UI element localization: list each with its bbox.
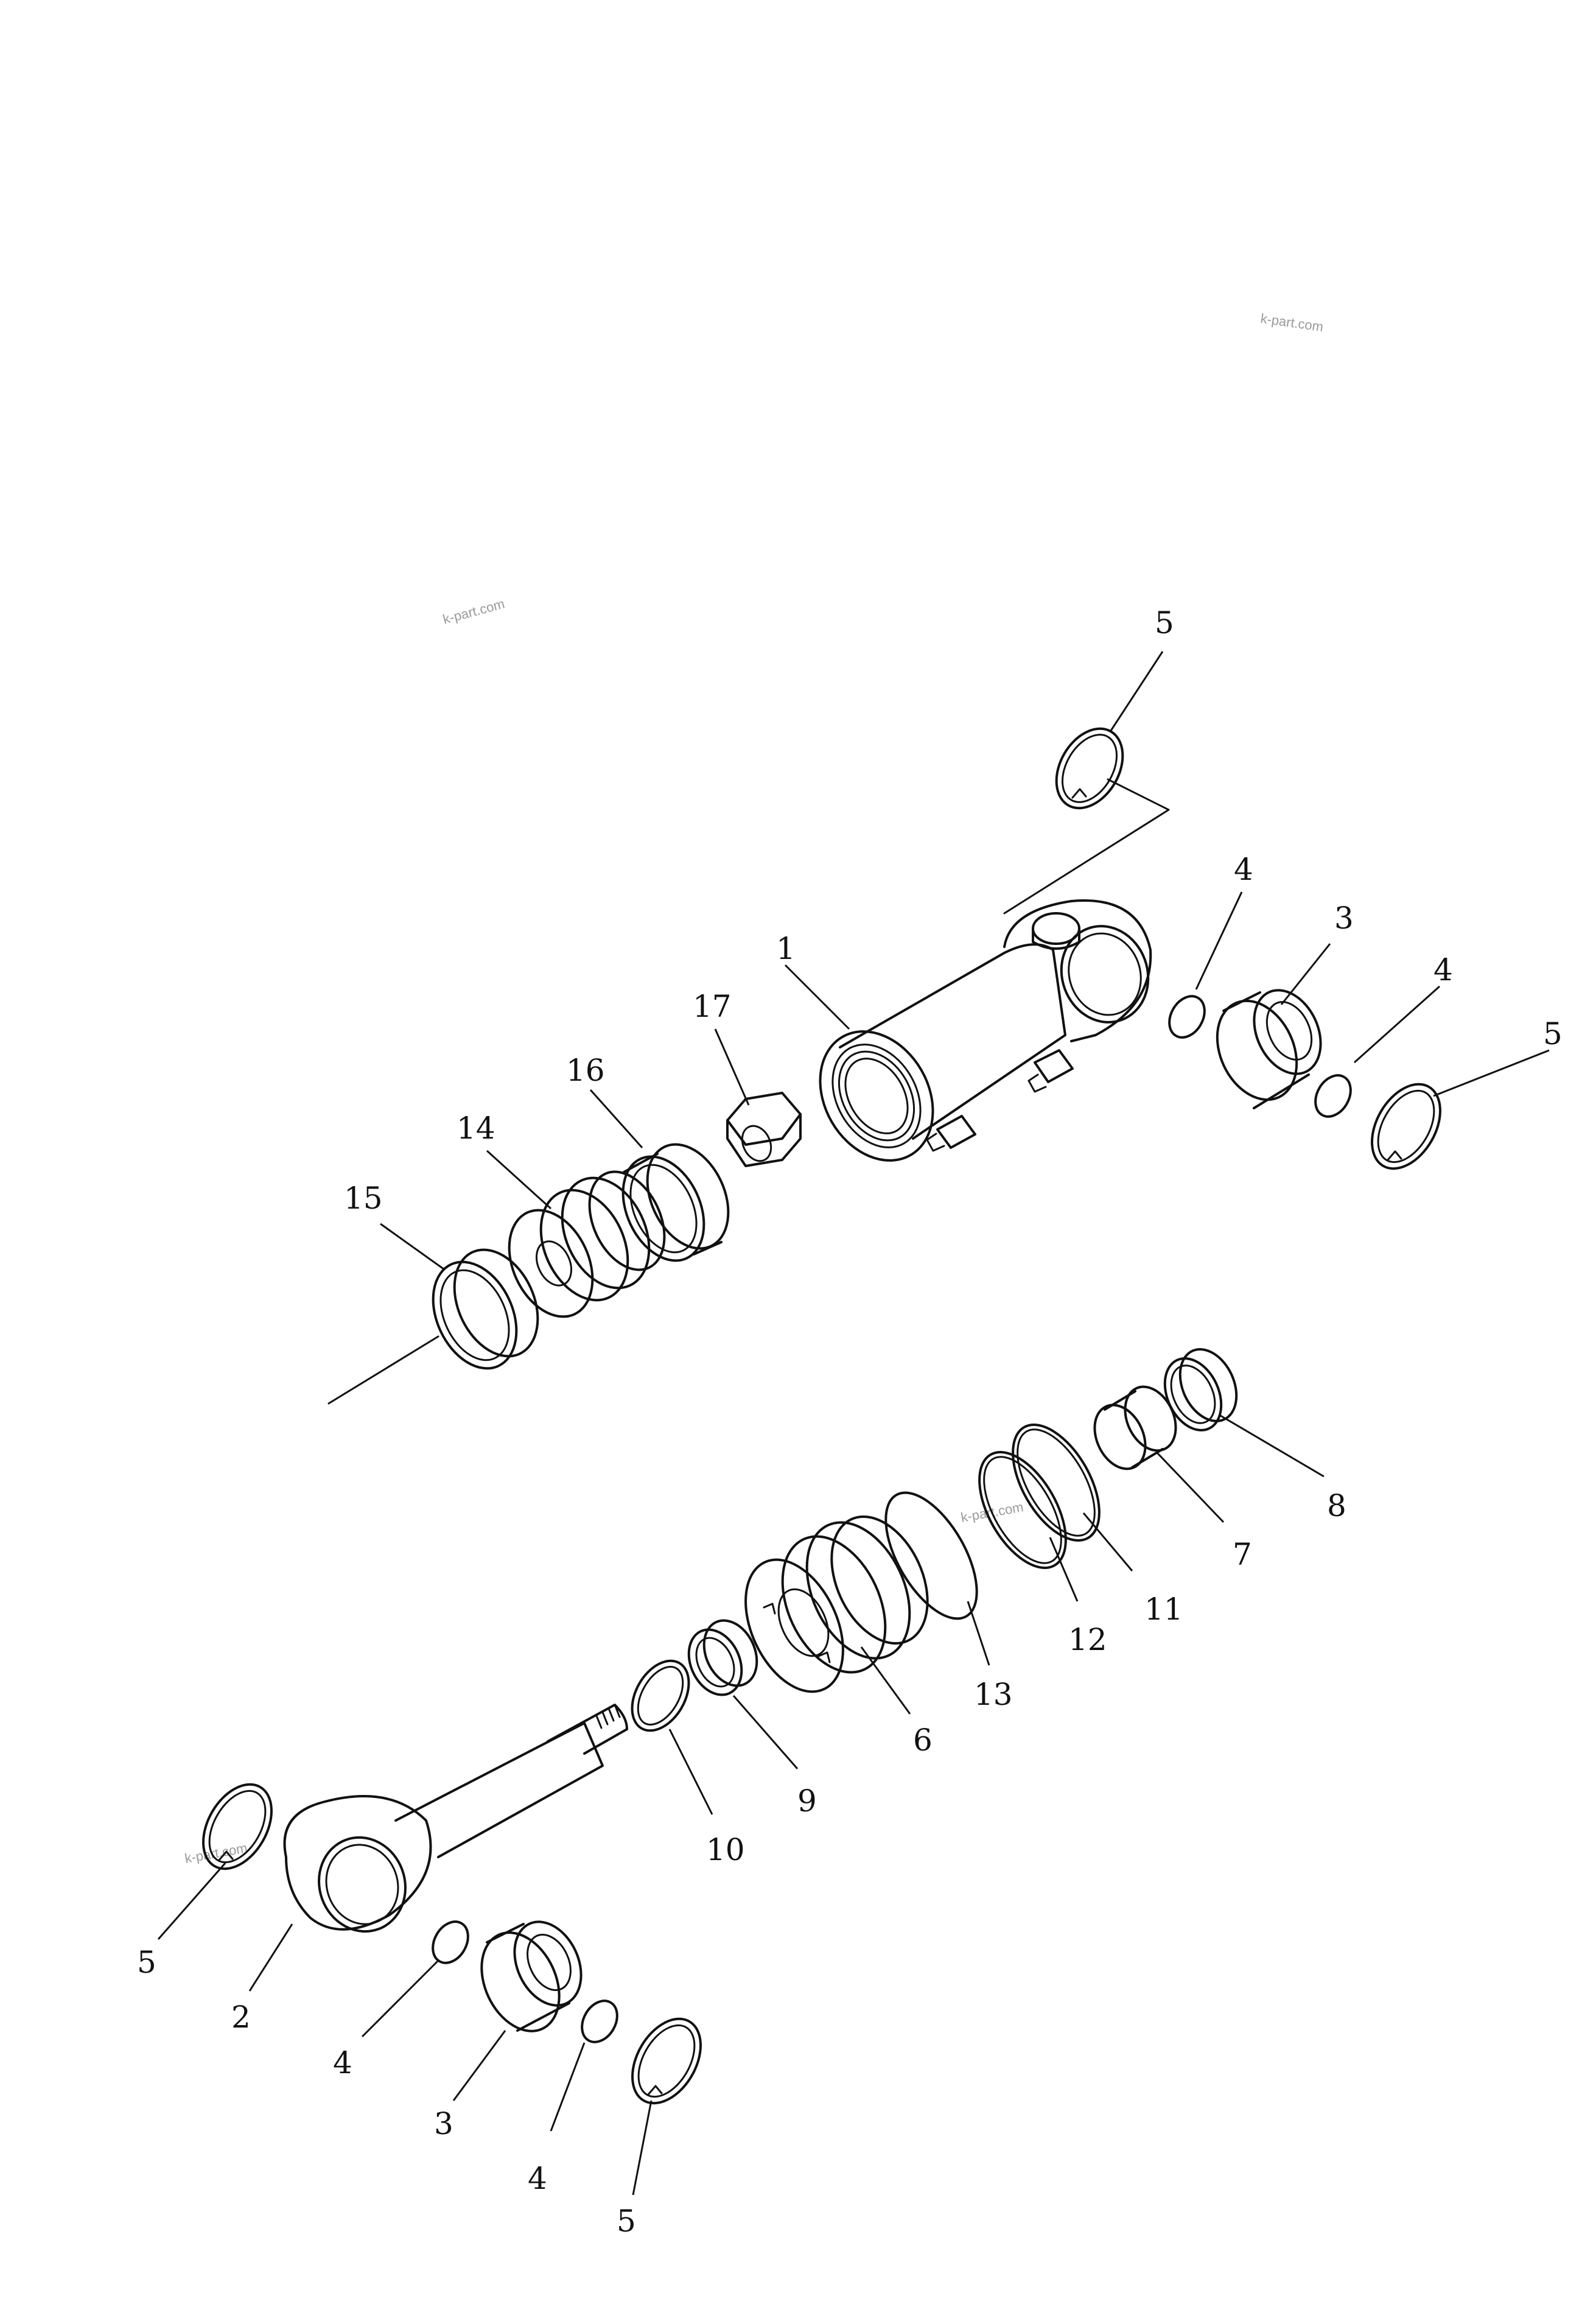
snap-ring-5-left bbox=[202, 1783, 273, 1870]
label-12: 12 bbox=[1068, 1622, 1107, 1657]
label-4-top-a: 4 bbox=[1234, 852, 1253, 887]
label-5-top: 5 bbox=[1155, 605, 1174, 641]
snap-ring-10 bbox=[631, 1659, 690, 1732]
label-3-top: 3 bbox=[1334, 901, 1354, 936]
group-bracket-middle bbox=[327, 1335, 439, 1405]
bushing-7 bbox=[1093, 1385, 1177, 1470]
label-7: 7 bbox=[1233, 1537, 1252, 1572]
ring-12 bbox=[978, 1451, 1067, 1569]
label-5-left: 5 bbox=[137, 1945, 156, 1980]
watermark-1: k-part.com bbox=[1259, 311, 1324, 334]
label-5-bottom: 5 bbox=[617, 2203, 636, 2239]
label-15: 15 bbox=[344, 1181, 383, 1216]
wear-ring-16 bbox=[621, 1143, 730, 1262]
label-11: 11 bbox=[1144, 1592, 1183, 1627]
bushing-3-top bbox=[1216, 989, 1322, 1109]
label-17: 17 bbox=[693, 989, 732, 1024]
piston-14 bbox=[508, 1170, 666, 1318]
o-ring-4-d bbox=[581, 2000, 618, 2043]
o-ring-4-c bbox=[432, 1920, 469, 1964]
label-10: 10 bbox=[706, 1832, 745, 1867]
nut-17 bbox=[726, 1092, 802, 1167]
backup-ring-11 bbox=[1012, 1424, 1101, 1542]
ring-15 bbox=[432, 1248, 539, 1370]
label-5-right: 5 bbox=[1543, 1016, 1563, 1052]
o-ring-4-a bbox=[1168, 995, 1206, 1039]
label-3-bottom: 3 bbox=[434, 2106, 453, 2141]
piston-rod-2 bbox=[283, 1704, 628, 1933]
snap-ring-5-right bbox=[1371, 1083, 1441, 1170]
cylinder-head-6 bbox=[744, 1515, 929, 1693]
backup-ring-11-inner bbox=[1017, 1428, 1096, 1537]
o-ring-13 bbox=[884, 1491, 978, 1620]
ring-12-inner bbox=[983, 1456, 1062, 1564]
watermark-4: k-part.com bbox=[184, 1840, 249, 1866]
o-ring-4-b bbox=[1314, 1074, 1352, 1118]
label-4-bottom-b: 4 bbox=[528, 2161, 547, 2196]
label-4-bottom-a: 4 bbox=[333, 2045, 352, 2081]
snap-ring-5-bottom bbox=[631, 2017, 702, 2105]
ring-8 bbox=[1163, 1348, 1238, 1431]
label-6: 6 bbox=[913, 1722, 933, 1758]
group-bracket-top bbox=[1003, 778, 1170, 915]
bushing-3-bottom bbox=[480, 1920, 583, 2032]
label-8: 8 bbox=[1327, 1488, 1346, 1523]
label-4-top-b: 4 bbox=[1433, 952, 1453, 988]
label-13: 13 bbox=[974, 1677, 1013, 1712]
label-2: 2 bbox=[231, 2000, 251, 2035]
label-16: 16 bbox=[566, 1053, 605, 1088]
cylinder-tube-1 bbox=[819, 899, 1152, 1162]
label-14: 14 bbox=[457, 1111, 495, 1146]
seal-9 bbox=[687, 1619, 758, 1696]
watermark-2: k-part.com bbox=[441, 596, 506, 627]
label-9: 9 bbox=[797, 1783, 817, 1819]
snap-ring-5-top bbox=[1055, 727, 1124, 810]
label-1: 1 bbox=[776, 931, 796, 966]
leader-lines bbox=[157, 651, 1550, 2196]
